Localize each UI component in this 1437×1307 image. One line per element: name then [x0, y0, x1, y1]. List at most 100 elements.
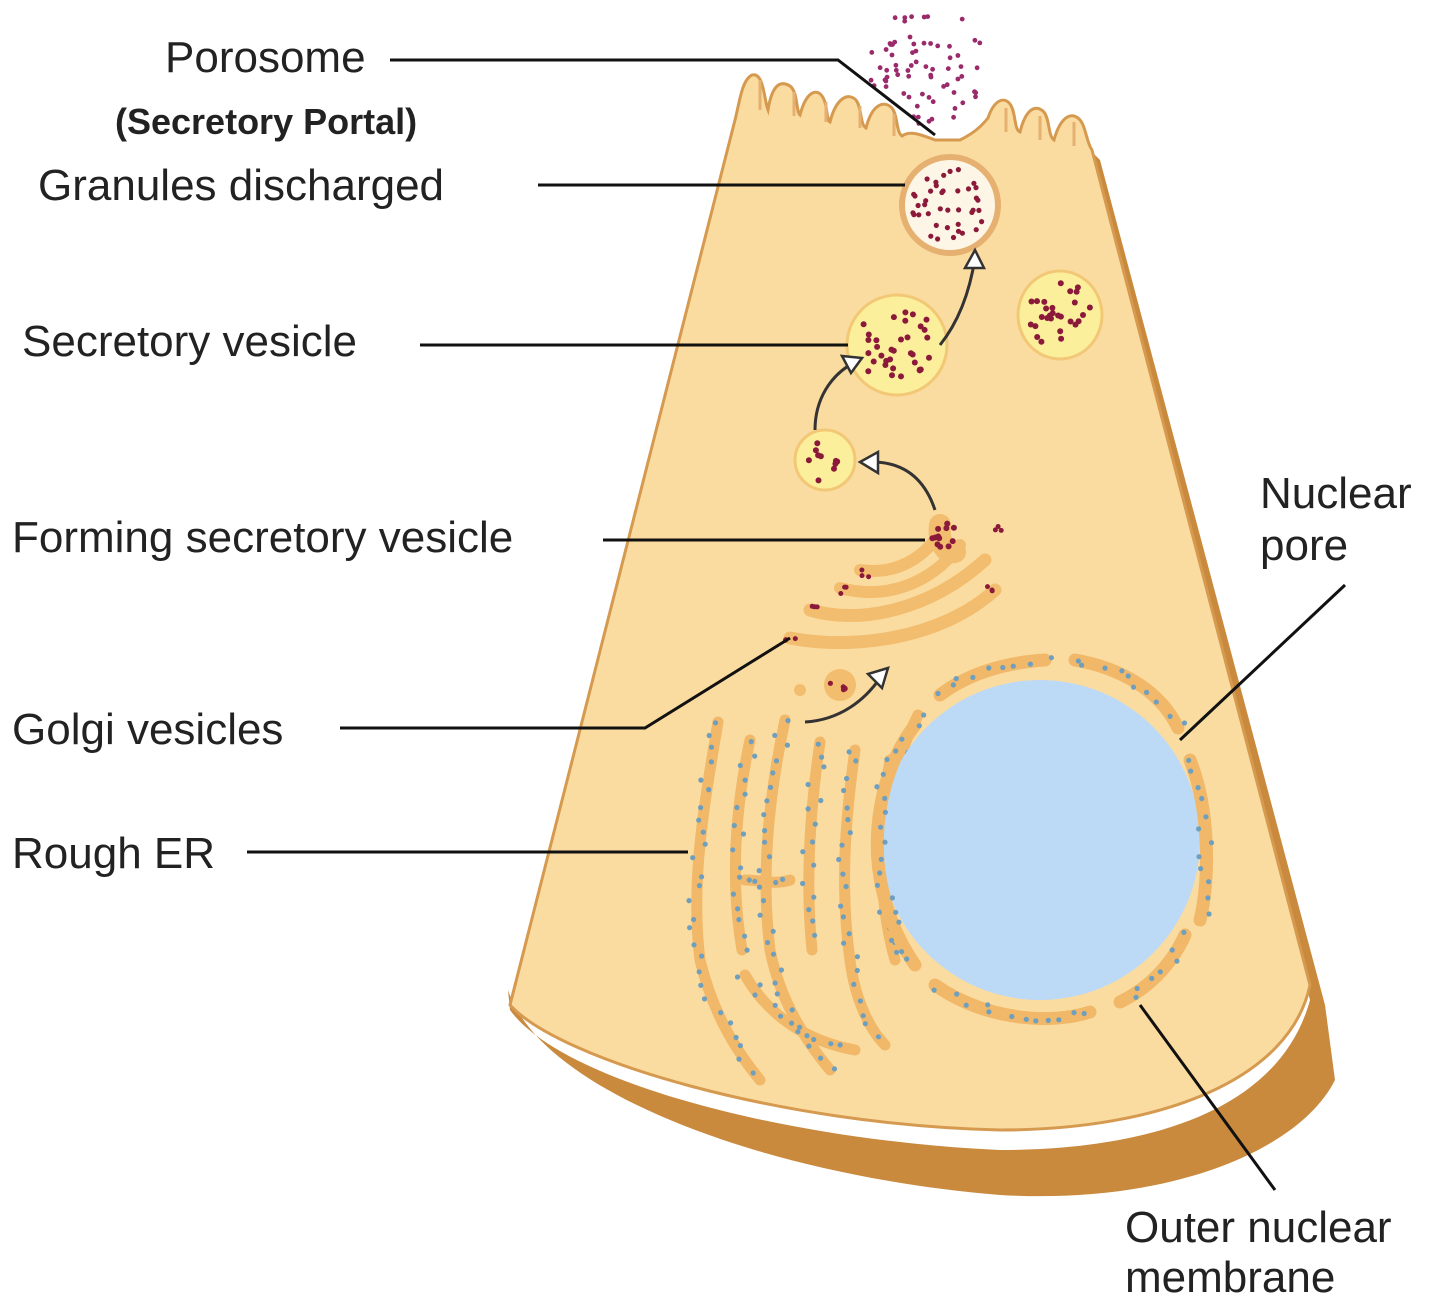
discharged-granule — [909, 14, 914, 19]
ribosome — [1186, 758, 1191, 763]
granule — [912, 360, 918, 366]
granule — [861, 321, 867, 327]
ribosome — [696, 818, 701, 823]
granule — [815, 452, 821, 458]
discharged-granule — [878, 65, 883, 70]
ribosome — [890, 895, 895, 900]
ribosome — [757, 868, 762, 873]
granule — [871, 359, 877, 365]
ribosome — [861, 1013, 866, 1018]
ribosome — [1046, 1018, 1051, 1023]
granule — [979, 219, 984, 224]
granule — [945, 225, 950, 230]
granule — [1034, 334, 1040, 340]
ribosome — [752, 754, 757, 759]
ribosome — [732, 823, 737, 828]
ribosome — [985, 1002, 990, 1007]
ribosome — [1119, 668, 1124, 673]
discharged-granule — [920, 92, 925, 97]
granule — [985, 584, 990, 589]
discharged-granule — [924, 64, 929, 69]
discharged-granule — [911, 42, 916, 47]
discharged-granule — [916, 115, 921, 120]
granule — [993, 527, 998, 532]
granule — [866, 332, 872, 338]
ribosome — [1154, 699, 1159, 704]
discharged-granule — [922, 41, 927, 46]
granule — [860, 573, 865, 578]
ribosome — [1102, 666, 1107, 671]
granule — [1087, 305, 1093, 311]
discharged-granule — [930, 67, 935, 72]
discharged-granule — [935, 44, 940, 49]
ribosome — [770, 770, 775, 775]
granule — [916, 203, 921, 208]
ribosome — [812, 933, 817, 938]
granule — [1073, 322, 1079, 328]
ribosome — [840, 872, 845, 877]
discharged-granule — [928, 73, 933, 78]
granule — [1067, 288, 1073, 294]
granule — [866, 574, 871, 579]
ribosome — [701, 830, 706, 835]
ribosome — [706, 787, 711, 792]
ribosome — [874, 784, 879, 789]
discharged-granule — [906, 68, 911, 73]
granule — [956, 222, 961, 227]
discharged-granule — [956, 53, 961, 58]
discharged-granule — [930, 117, 935, 122]
ribosome — [702, 996, 707, 1001]
ribosome — [883, 810, 888, 815]
discharged-granule — [959, 64, 964, 69]
discharged-granule — [922, 15, 927, 20]
granule — [950, 538, 956, 544]
discharged-granule — [884, 68, 889, 73]
discharged-granule — [901, 91, 906, 96]
granule — [928, 189, 933, 194]
granule — [902, 309, 908, 315]
ribosome — [804, 1033, 809, 1038]
ribosome — [690, 855, 695, 860]
ribosome — [736, 917, 741, 922]
granule — [898, 373, 904, 379]
ribosome — [1174, 959, 1179, 964]
ribosome — [691, 942, 696, 947]
ribosome — [877, 870, 882, 875]
discharged-granule — [902, 15, 907, 20]
granule — [956, 207, 961, 212]
granule — [1038, 339, 1044, 345]
ribosome — [879, 857, 884, 862]
ribosome — [889, 938, 894, 943]
granule — [874, 344, 880, 350]
granule — [946, 543, 952, 549]
granule — [1047, 313, 1053, 319]
ribosome — [954, 676, 959, 681]
ribosome — [899, 737, 904, 742]
ribosome — [839, 843, 844, 848]
granule — [936, 535, 942, 541]
granule — [1074, 289, 1080, 295]
discharging-vesicle — [902, 157, 998, 253]
ribosome — [810, 839, 815, 844]
ribosome — [1199, 796, 1204, 801]
ribosome — [735, 906, 740, 911]
ribosome — [1076, 658, 1081, 663]
granule — [935, 236, 940, 241]
granule — [865, 368, 871, 374]
granule — [1058, 314, 1064, 320]
ribosome — [882, 796, 887, 801]
ribosome — [964, 1003, 969, 1008]
label-rough-er: Rough ER — [12, 829, 215, 878]
granule — [941, 188, 946, 193]
label-outer-nuclear-membrane-line2: membrane — [1125, 1253, 1335, 1302]
ribosome — [838, 904, 843, 909]
discharged-granule — [959, 74, 964, 79]
ribosome — [795, 1029, 800, 1034]
ribosome — [935, 691, 940, 696]
discharged-granule — [960, 17, 965, 22]
granule — [1043, 306, 1049, 312]
discharged-granule — [885, 75, 890, 80]
discharged-granule — [946, 66, 951, 71]
ribosome — [1168, 714, 1173, 719]
granule — [910, 311, 916, 317]
